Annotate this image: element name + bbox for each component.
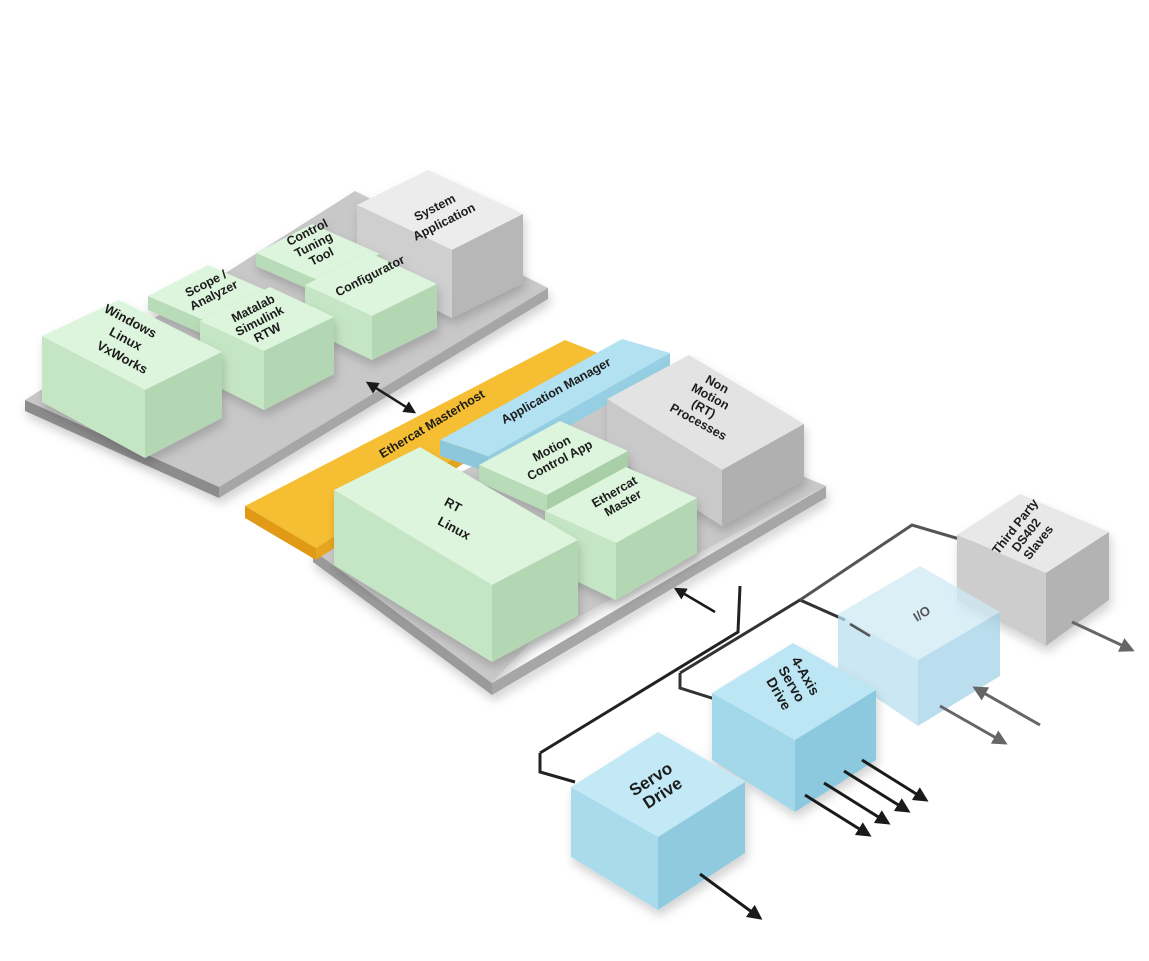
matlab-simulink-box: Matalab Simulink RTW: [200, 287, 334, 410]
servo-drive-box: Servo Drive: [571, 732, 745, 910]
svg-text:Matalab Simulink: Matalab Simulink RTW: [227, 289, 296, 352]
system-application-box: System Application: [357, 170, 523, 318]
io-input-arrow-2: [972, 686, 1041, 727]
host-master-link-arrow: [365, 381, 417, 414]
ethercat-master-box: Ethercat Master: [545, 467, 697, 600]
third-party-slaves-box: Third Party DS402 Slaves: [957, 494, 1109, 646]
bus-line-4axis-drop: [678, 673, 719, 702]
io-box: I/O: [838, 566, 1000, 726]
bus-arrow-up: [673, 587, 716, 614]
non-motion-processes-box: Non Motion (RT) Processes: [607, 355, 804, 526]
four-axis-output-arrows: [804, 758, 929, 837]
bus-line-servo-drop: [538, 753, 576, 784]
io-output-arrow: [939, 704, 1008, 745]
third-party-output-arrow: [1071, 620, 1135, 652]
rt-linux-box: RT Linux: [334, 447, 578, 662]
four-axis-servo-drive-box: 4-Axis Servo Drive: [712, 643, 876, 812]
bus-line-servo: [539, 585, 742, 755]
motion-control-app-box: Motion Control App: [479, 421, 628, 512]
configurator-box: Configurator: [305, 253, 437, 360]
master-platform: Ethercat Masterhost Application Manager …: [245, 339, 826, 695]
rt-linux-line-1: RT: [442, 494, 464, 515]
io-input-arrow-1: [849, 622, 871, 638]
servo-drive-output-arrow: [699, 872, 763, 920]
